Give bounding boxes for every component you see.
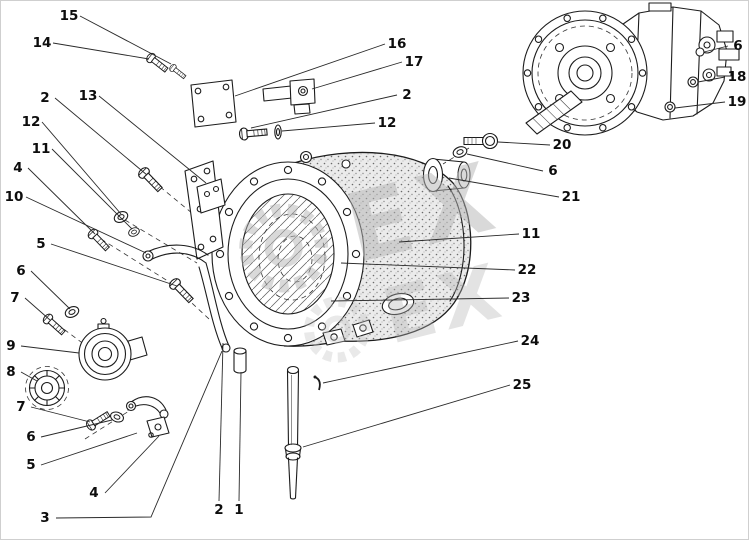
- clamp-bracket: [196, 178, 226, 214]
- leader-line-2: [250, 94, 398, 129]
- leader-line-24: [322, 340, 519, 384]
- callout-12: 12: [378, 115, 397, 131]
- splined-input-shaft: [525, 90, 583, 135]
- callout-20: 20: [553, 137, 572, 153]
- leader-line-14: [52, 42, 150, 60]
- callout-2: 2: [402, 87, 411, 103]
- coupling-disc: [28, 369, 66, 407]
- callout-6: 6: [733, 38, 742, 54]
- leader-line-5: [50, 243, 178, 287]
- callout-21: 21: [562, 189, 581, 205]
- callout-17: 17: [405, 54, 424, 70]
- leader-line-11: [398, 233, 520, 243]
- leader-line-17: [311, 61, 403, 90]
- leader-line-6: [40, 419, 113, 438]
- callout-15: 15: [60, 8, 79, 24]
- callout-6: 6: [16, 263, 25, 279]
- callout-5: 5: [26, 457, 35, 473]
- callout-6: 6: [548, 163, 557, 179]
- callout-4: 4: [13, 160, 22, 176]
- release-fork: [142, 244, 231, 353]
- leader-line-10: [25, 196, 147, 254]
- leader-line-23: [330, 297, 510, 302]
- callout-9: 9: [6, 338, 15, 354]
- push-rod: [284, 365, 302, 500]
- flange-bolt-holes: [215, 165, 361, 343]
- leader-line-18: [697, 76, 726, 83]
- callout-1: 1: [234, 502, 243, 518]
- leader-line-16: [234, 43, 386, 97]
- callout-13: 13: [79, 88, 98, 104]
- leader-line-12: [41, 121, 122, 215]
- leader-line-20: [497, 141, 551, 146]
- callout-11: 11: [32, 141, 51, 157]
- support-bracket: [262, 78, 316, 115]
- callout-2: 2: [40, 90, 49, 106]
- mounting-lugs: [322, 319, 374, 346]
- callout-8: 8: [6, 364, 15, 380]
- gearbox-assembly: [522, 2, 740, 136]
- leader-line-2: [54, 97, 148, 176]
- leader-line-4: [27, 167, 96, 235]
- callout-25: 25: [513, 377, 532, 393]
- leader-line-5: [40, 432, 138, 466]
- lower-lever-bracket: [125, 396, 170, 438]
- callout-7: 7: [16, 399, 25, 415]
- leader-line-7: [30, 406, 91, 423]
- callout-19: 19: [728, 94, 747, 110]
- callout-16: 16: [388, 36, 407, 52]
- callout-22: 22: [518, 262, 537, 278]
- gear-icon: [303, 296, 370, 363]
- leader-line-3: [55, 350, 223, 519]
- leader-line-6: [703, 45, 729, 53]
- callout-6: 6: [26, 429, 35, 445]
- leader-line-15: [79, 15, 172, 65]
- callout-23: 23: [512, 290, 531, 306]
- callout-4: 4: [89, 485, 98, 501]
- callout-18: 18: [728, 69, 747, 85]
- callout-24: 24: [521, 333, 540, 349]
- leader-line-8: [20, 371, 38, 382]
- callout-11: 11: [522, 226, 541, 242]
- callout-10: 10: [5, 189, 24, 205]
- leader-line-6: [30, 270, 71, 310]
- leader-line-13: [98, 95, 207, 184]
- leader-line-19: [674, 101, 726, 109]
- callout-14: 14: [33, 35, 52, 51]
- leader-line-1: [238, 371, 242, 502]
- leader-line-11: [51, 148, 133, 230]
- cotter-pin: [313, 375, 321, 391]
- leader-line-7: [24, 297, 51, 321]
- cover-plate: [190, 79, 237, 128]
- callout-12: 12: [22, 114, 41, 130]
- callout-3: 3: [40, 510, 49, 526]
- leader-line-9: [20, 345, 80, 354]
- callout-2: 2: [214, 502, 223, 518]
- flange-bolt: [463, 132, 499, 150]
- leader-line-21: [448, 177, 560, 198]
- leader-line-25: [302, 384, 511, 448]
- gear-icon: [239, 203, 329, 293]
- filler-boss: [299, 150, 313, 164]
- release-bearing: [78, 317, 148, 381]
- leader-line-6: [466, 153, 544, 172]
- leader-line-2: [218, 342, 224, 502]
- leader-line-12: [281, 122, 376, 132]
- callout-5: 5: [36, 236, 45, 252]
- leader-line-4: [104, 435, 160, 494]
- washer: [274, 124, 282, 140]
- leader-line-22: [340, 262, 516, 271]
- spacer-sleeve: [233, 347, 247, 374]
- disc-bolt-holes: [523, 14, 647, 132]
- callout-7: 7: [10, 290, 19, 306]
